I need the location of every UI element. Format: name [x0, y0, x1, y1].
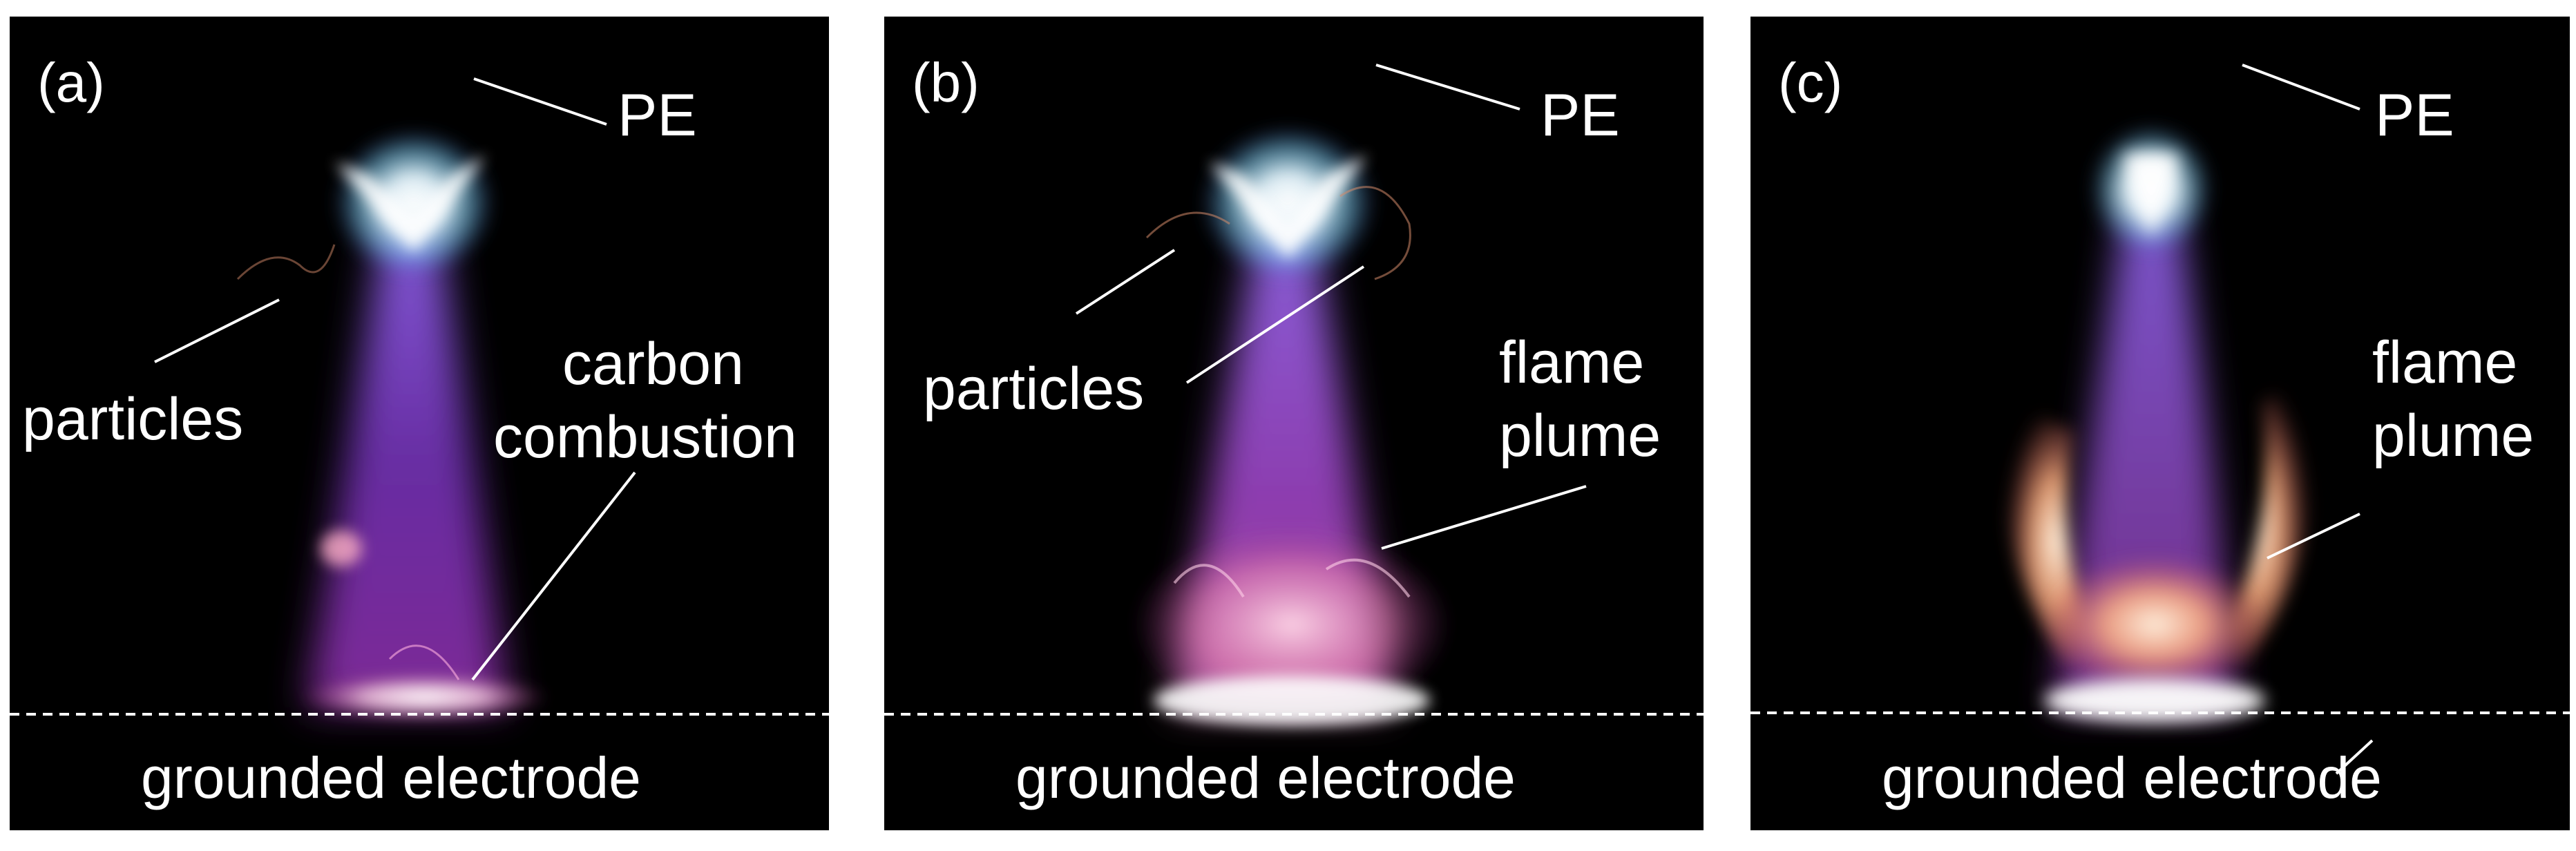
- panel-letter: (a): [37, 52, 105, 113]
- right-label-line1: flame: [1499, 329, 1645, 396]
- right-label-line2: combustion: [493, 404, 797, 470]
- plasma-head: [1199, 124, 1378, 283]
- base-glow: [2044, 678, 2265, 723]
- pe-label: PE: [1540, 82, 1620, 149]
- plasma-tip: [334, 155, 486, 251]
- panel-a-photo: [10, 77, 829, 720]
- right-label-line1: carbon: [562, 331, 744, 397]
- right-label-line1: flame: [2372, 329, 2518, 396]
- pe-label: PE: [2375, 82, 2454, 149]
- right-label-line2: plume: [1499, 403, 1661, 469]
- ground-label: grounded electrode: [1882, 745, 2382, 810]
- pe-label: PE: [618, 82, 697, 149]
- panel-b: (b) PE particles flame plume grounded el…: [884, 17, 1704, 830]
- flame-plume: [1133, 528, 1451, 721]
- combustion-pointer-line: [471, 471, 636, 681]
- panel-c-photo: [1750, 64, 2570, 775]
- plasma-tip: [1209, 155, 1368, 258]
- particles-pointer-line: [154, 298, 280, 363]
- combustion-trail: [388, 644, 460, 680]
- flame-right: [2200, 376, 2311, 680]
- panel-c: (c) PE flame plume grounded electrode: [1750, 17, 2570, 830]
- particles-pointer-line-2: [1185, 265, 1365, 384]
- right-label-line2: plume: [2372, 403, 2535, 469]
- panel-letter: (b): [912, 52, 980, 113]
- plume-trail: [1173, 558, 1411, 598]
- base-glow: [300, 673, 548, 720]
- pe-pointer-line: [1375, 64, 1520, 111]
- particle-glow: [321, 530, 362, 566]
- pe-pointer-line: [473, 77, 607, 126]
- panel-a: (a) PE particles carbon combustion groun…: [10, 17, 829, 830]
- panel-letter: (c): [1778, 52, 1843, 113]
- particles-pointer-line-1: [1075, 249, 1176, 315]
- particles-label: particles: [22, 386, 244, 452]
- plasma-column: [307, 224, 507, 707]
- particle-trail: [236, 244, 336, 280]
- electrode-pointer-line: [2335, 739, 2374, 775]
- plume-pointer-line: [1381, 485, 1587, 550]
- particle-trail: [1145, 186, 1411, 280]
- plasma-head: [331, 127, 497, 279]
- flame-center: [2044, 555, 2265, 694]
- plasma-tip: [2124, 155, 2179, 238]
- pe-pointer-line: [2242, 64, 2360, 111]
- ground-label: grounded electrode: [1015, 745, 1516, 810]
- particles-label: particles: [923, 356, 1145, 422]
- base-glow: [1154, 676, 1430, 725]
- plume-pointer-line: [2267, 513, 2360, 560]
- panel-b-photo: [884, 64, 1704, 725]
- ground-label: grounded electrode: [141, 745, 641, 810]
